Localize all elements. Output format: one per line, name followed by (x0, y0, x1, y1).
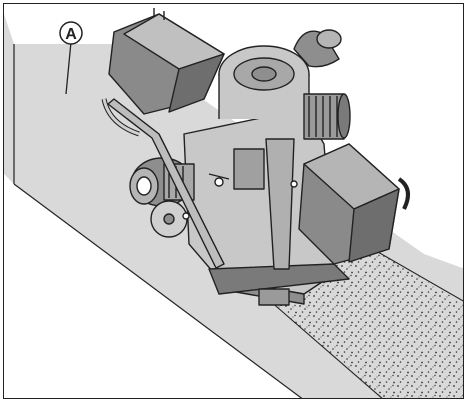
dust-duct (293, 30, 340, 68)
handle-frame-left (107, 98, 225, 269)
shot-blaster-machine (101, 8, 410, 306)
untreated-surface-top (4, 14, 14, 184)
seal-skirt (208, 263, 350, 295)
callout-a-label: A (65, 26, 77, 43)
illustration-frame: A (3, 3, 464, 399)
front-strut (265, 138, 295, 270)
callout-a: A (59, 21, 83, 95)
callout-a-circle (59, 21, 83, 45)
shot-blaster-illustration: A (4, 8, 463, 398)
